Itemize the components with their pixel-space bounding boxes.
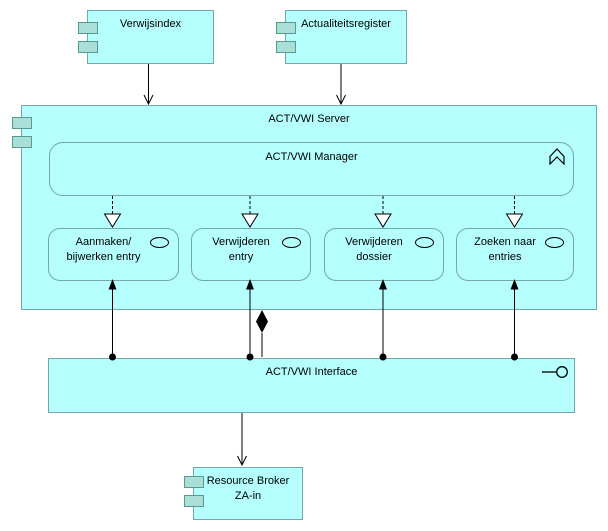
function-icon <box>549 148 565 165</box>
node-act-vwi-interface[interactable]: ACT/VWI Interface <box>48 358 575 413</box>
node-actualiteitsregister[interactable]: Actualiteitsregister <box>276 10 407 64</box>
component-tab-icon <box>184 476 204 488</box>
node-service-verwijderen-dossier[interactable]: Verwijderen dossier <box>324 228 444 281</box>
edge-actualiteitsregister-to-server[interactable] <box>336 64 346 106</box>
node-label: Resource Broker ZA-in <box>206 475 290 502</box>
node-service-verwijderen-entry[interactable]: Verwijderen entry <box>191 228 311 281</box>
component-tab-icon <box>78 41 98 53</box>
node-resource-broker-za-in[interactable]: Resource Broker ZA-in <box>184 467 303 520</box>
edge-interface-to-resource-broker[interactable] <box>237 413 247 467</box>
application-service-icon <box>150 237 169 248</box>
node-label: Verwijsindex <box>119 18 182 30</box>
node-label: ACT/VWI Manager <box>265 151 358 163</box>
component-tab-icon <box>276 41 296 53</box>
component-tab-icon <box>12 117 32 129</box>
interface-lollipop-icon <box>542 366 568 378</box>
node-act-vwi-manager[interactable]: ACT/VWI Manager <box>49 142 574 196</box>
node-act-vwi-server[interactable]: ACT/VWI Server ACT/VWI Manager Aanmaken/… <box>12 105 597 310</box>
application-service-icon <box>415 237 434 248</box>
application-service-icon <box>545 237 564 248</box>
node-verwijsindex[interactable]: Verwijsindex <box>78 10 214 64</box>
edge-server-to-interface-composition[interactable] <box>256 310 268 357</box>
node-service-zoeken-naar-entries[interactable]: Zoeken naar entries <box>456 228 574 281</box>
node-label: Verwijderen dossier <box>345 236 403 263</box>
edge-verwijsindex-to-server[interactable] <box>143 64 154 106</box>
component-tab-icon <box>184 495 204 507</box>
node-label: Aanmaken/ bijwerken entry <box>66 236 141 263</box>
node-label: Actualiteitsregister <box>301 18 391 30</box>
component-tab-icon <box>276 22 296 34</box>
node-label: Zoeken naar entries <box>474 236 536 263</box>
component-tab-icon <box>12 136 32 148</box>
node-label: ACT/VWI Interface <box>265 366 358 378</box>
application-service-icon <box>282 237 301 248</box>
node-service-aanmaken-bijwerken-entry[interactable]: Aanmaken/ bijwerken entry <box>48 228 179 281</box>
node-label: ACT/VWI Server <box>268 113 350 125</box>
component-tab-icon <box>78 22 98 34</box>
node-label: Verwijderen entry <box>212 236 270 263</box>
